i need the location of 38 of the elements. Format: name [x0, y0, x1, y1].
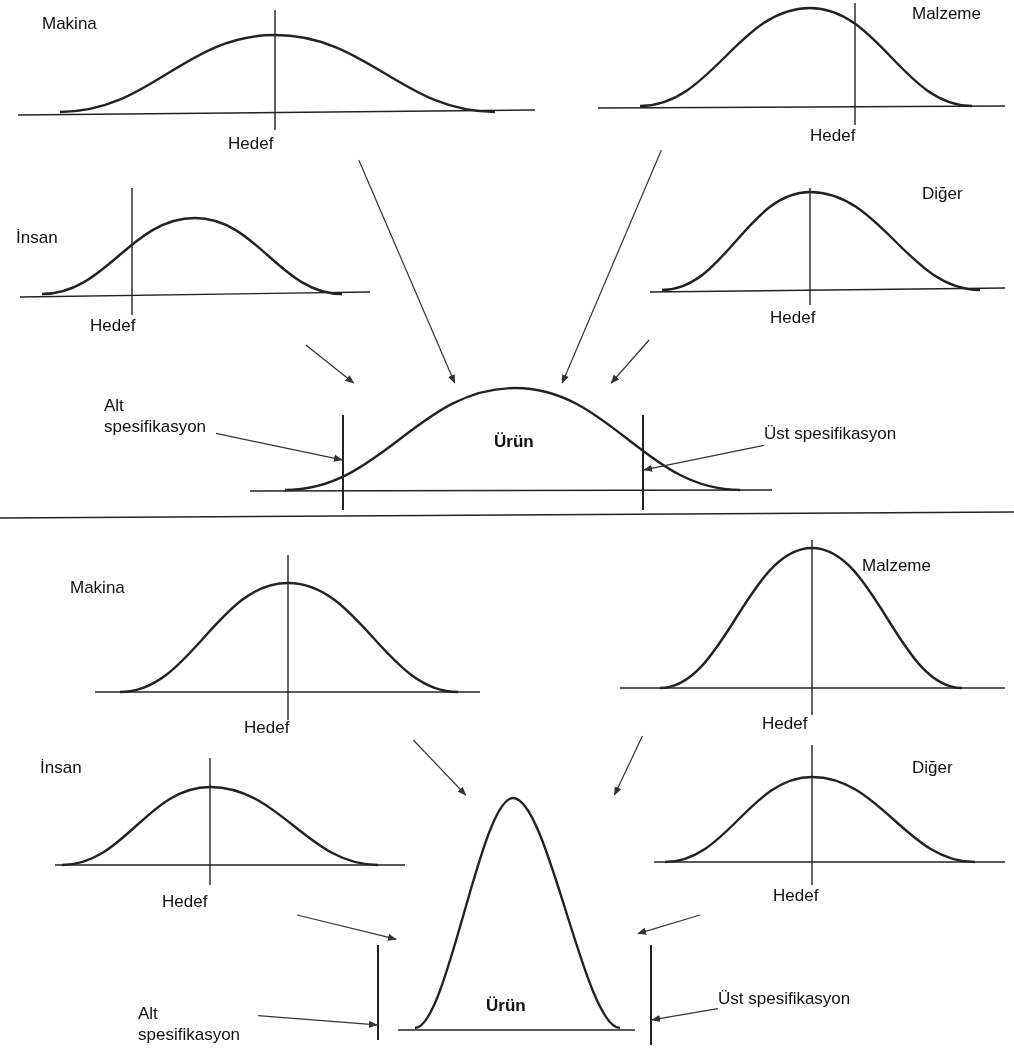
arrow: [358, 159, 456, 384]
arrow: [305, 344, 355, 384]
curve-label: Malzeme: [912, 4, 981, 24]
curve-label: Makina: [70, 578, 125, 598]
target-label: Hedef: [244, 718, 290, 738]
leader-line: [651, 1008, 719, 1022]
specification-limit-line: [650, 945, 652, 1045]
curve-label: Ürün: [494, 432, 534, 452]
specification-limit-line: [642, 415, 644, 510]
target-label: Hedef: [762, 714, 808, 734]
specification-limit-line: [377, 945, 379, 1040]
target-label: Hedef: [810, 126, 856, 146]
target-label: Hedef: [90, 316, 136, 336]
arrow: [296, 914, 397, 941]
specification-limit-line: [342, 415, 344, 510]
annotation-text: Alt spesifikasyon: [104, 395, 208, 437]
curve-label: İnsan: [40, 758, 82, 778]
arrow: [613, 735, 643, 796]
arrow: [561, 149, 662, 384]
leader-line: [643, 444, 765, 472]
curve-label: Ürün: [486, 996, 526, 1016]
annotation-text: Üst spesifikasyon: [764, 423, 898, 444]
leader-line: [215, 432, 343, 462]
arrow: [412, 739, 467, 796]
target-label: Hedef: [162, 892, 208, 912]
annotation-text: Alt spesifikasyon: [138, 1003, 242, 1045]
arrow: [610, 339, 650, 384]
target-label: Hedef: [228, 134, 274, 154]
arrow: [637, 914, 701, 935]
target-label: Hedef: [773, 886, 819, 906]
curve-label: Diğer: [922, 184, 963, 204]
annotation-text: Üst spesifikasyon: [718, 988, 852, 1009]
curve-label: Diğer: [912, 758, 953, 778]
leader-line: [257, 1015, 378, 1028]
curve-label: İnsan: [16, 228, 58, 248]
curve-label: Malzeme: [862, 556, 931, 576]
target-label: Hedef: [770, 308, 816, 328]
curve-label: Makina: [42, 14, 97, 34]
